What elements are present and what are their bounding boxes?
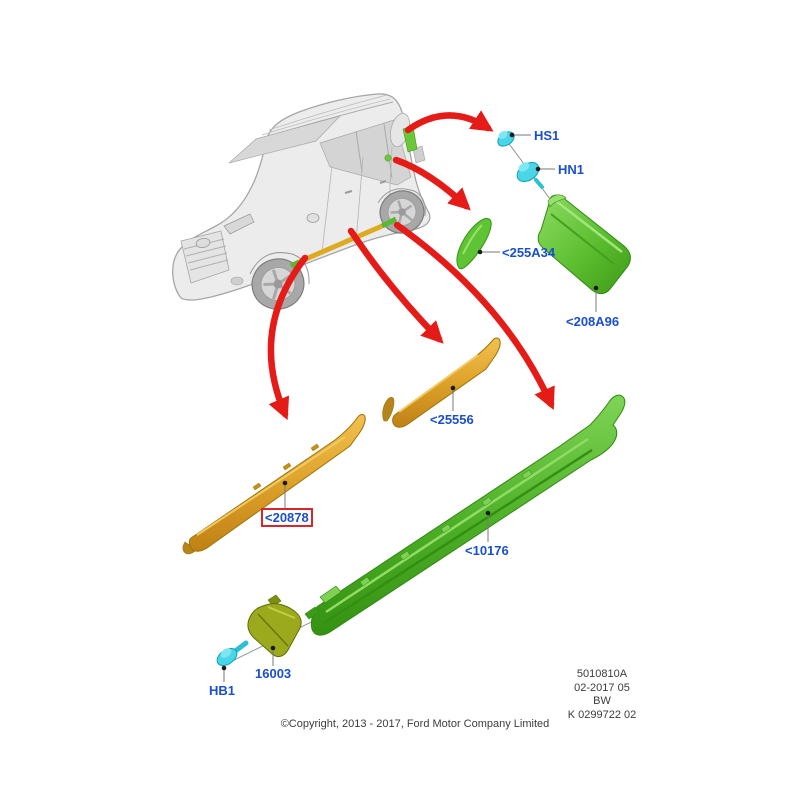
ford-oval-badge (195, 238, 211, 248)
car-headlight (223, 213, 255, 235)
leader-hn1 (535, 166, 555, 172)
fastener-hn1 (516, 161, 544, 189)
part-label-208a96[interactable]: <208A96 (566, 314, 620, 329)
document-reference-block: 5010810A 02-2017 05 BW K 0299722 02 (540, 668, 664, 722)
fastener-hb1 (216, 640, 249, 667)
arrow-to-20878 (267, 254, 309, 421)
part-20878-shape (182, 414, 366, 555)
part-25556-shape (382, 337, 501, 428)
doc-date: 02-2017 05 (574, 681, 630, 694)
leader-hb1 (221, 665, 227, 682)
part-label-hb1[interactable]: HB1 (209, 683, 236, 698)
leader-20878 (282, 480, 288, 508)
part-255a34-shape (456, 217, 492, 270)
doc-revision: K 0299722 02 (567, 708, 637, 721)
vehicle-illustration (172, 93, 431, 310)
car-mirror (306, 213, 320, 223)
part-10176-shape (304, 394, 626, 636)
doc-number: 5010810A (576, 668, 628, 680)
part-16003-shape (247, 594, 302, 658)
fastener-hs1 (497, 130, 515, 147)
leader-16003 (270, 645, 276, 666)
part-label-10176[interactable]: <10176 (465, 543, 509, 558)
leader-255a34 (477, 249, 500, 255)
arrow-to-hs1 (404, 110, 494, 134)
copyright-notice: ©Copyright, 2013 - 2017, Ford Motor Comp… (280, 718, 550, 730)
car-grille (180, 230, 230, 284)
arrow-to-255a34 (392, 156, 471, 211)
part-label-255a34[interactable]: <255A34 (502, 245, 556, 260)
leader-208a96 (593, 285, 599, 312)
part-label-hn1[interactable]: HN1 (558, 162, 585, 177)
part-label-hs1[interactable]: HS1 (534, 128, 560, 143)
car-door-clip-highlight (384, 154, 392, 162)
leader-25556 (450, 385, 456, 411)
doc-code: BW (593, 695, 611, 707)
part-label-25556[interactable]: <25556 (430, 412, 474, 427)
leader-10176 (485, 510, 491, 542)
part-label-16003[interactable]: 16003 (255, 666, 292, 681)
part-208a96-shape (537, 194, 631, 295)
arrow-to-25556 (347, 227, 444, 344)
arrow-to-10176 (393, 221, 555, 411)
leader-hs1 (509, 132, 531, 138)
part-label-20878-highlighted[interactable]: <20878 (261, 508, 313, 527)
car-windshield (228, 115, 342, 164)
